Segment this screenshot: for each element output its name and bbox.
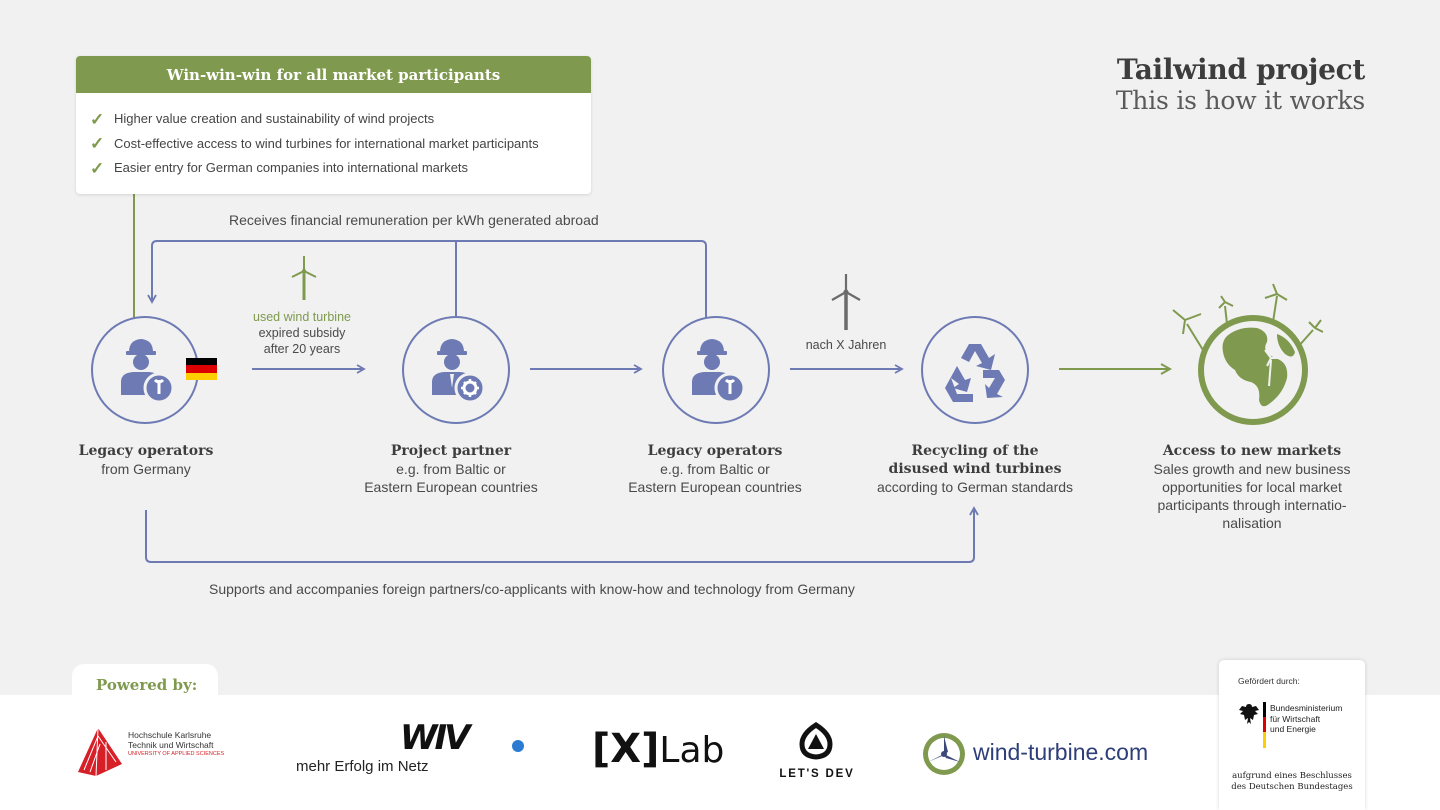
wind-turbine-icon <box>831 274 861 330</box>
check-icon: ✓ <box>90 158 105 178</box>
benefit-item: ✓Easier entry for German companies into … <box>90 158 469 178</box>
top-feedback-line <box>147 240 707 318</box>
letsdev-logo[interactable]: LET'S DEV <box>776 722 858 784</box>
globe-turbines-icon <box>1172 283 1324 425</box>
node3-label: Legacy operators e.g. from Baltic or Eas… <box>628 443 802 495</box>
wiv-logo[interactable]: WIV mehr Erfolg im Netz <box>296 718 536 776</box>
win-win-box: Win-win-win for all market participants … <box>76 56 591 194</box>
win-win-header: Win-win-win for all market participants <box>76 56 591 93</box>
powered-by-label: Powered by: <box>96 676 198 694</box>
node1-label: Legacy operators from Germany <box>78 443 214 477</box>
worker-wrench-icon <box>692 339 746 404</box>
bottom-support-line <box>145 506 979 563</box>
arrow1-label: used wind turbine expired subsidy after … <box>253 310 351 356</box>
benefit-item: ✓Higher value creation and sustainabilit… <box>90 109 435 129</box>
node5-label: Access to new markets Sales growth and n… <box>1153 443 1351 531</box>
page-title: Tailwind project <box>1116 53 1365 86</box>
node-project-partner <box>402 316 510 424</box>
german-flag-icon <box>186 358 217 380</box>
wiv-dot <box>512 740 524 752</box>
worker-wrench-icon <box>121 339 175 404</box>
worker-gear-icon <box>432 339 486 404</box>
funding-box: Gefördert durch: Bundesministerium für W… <box>1219 660 1365 810</box>
federal-flag-stripe <box>1263 702 1266 748</box>
footer-logo-bar <box>0 695 1440 810</box>
bottom-flow-label: Supports and accompanies foreign partner… <box>209 581 855 597</box>
xlab-logo[interactable]: [X]Lab <box>592 726 725 772</box>
powered-by-tab <box>72 664 218 704</box>
wind-turbine-com-mark <box>923 733 965 775</box>
top-flow-label: Receives financial remuneration per kWh … <box>229 212 599 228</box>
page-title-block: Tailwind project This is how it works <box>1116 53 1365 115</box>
check-icon: ✓ <box>90 134 105 154</box>
benefit-item: ✓Cost-effective access to wind turbines … <box>90 134 539 154</box>
node4-label: Recycling of the disused wind turbines a… <box>876 443 1074 495</box>
node-recycling <box>921 316 1029 424</box>
hka-logo-mark <box>78 727 122 777</box>
hka-logo[interactable]: Hochschule Karlsruhe Technik und Wirtsch… <box>76 724 246 780</box>
benefit-list: ✓Higher value creation and sustainabilit… <box>76 93 591 181</box>
node-legacy-operators-germany <box>91 316 199 424</box>
wind-turbine-com-logo[interactable]: wind-turbine.com <box>920 730 1170 778</box>
recycle-icon <box>945 344 1005 402</box>
node-legacy-operators-abroad <box>662 316 770 424</box>
node2-label: Project partner e.g. from Baltic or East… <box>364 443 538 495</box>
check-icon: ✓ <box>90 109 105 129</box>
wind-turbine-icon <box>291 256 317 300</box>
letsdev-logo-mark <box>799 722 833 760</box>
arrow3-label: nach X Jahren <box>805 338 887 352</box>
federal-eagle-icon <box>1239 704 1259 724</box>
page-subtitle: This is how it works <box>1115 86 1365 115</box>
